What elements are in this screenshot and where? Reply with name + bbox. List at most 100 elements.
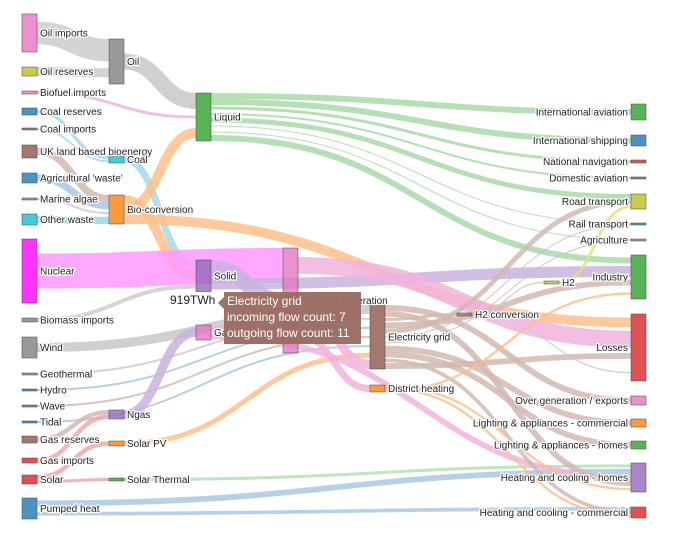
node-coal[interactable] bbox=[108, 155, 125, 164]
link-agri_waste-to-bio_conversion[interactable] bbox=[36, 174, 110, 210]
node-label-electricity_grid: Electricity grid bbox=[388, 333, 450, 344]
node-district_heating[interactable] bbox=[369, 384, 386, 393]
link-h2_conversion-to-h2[interactable] bbox=[471, 281, 545, 315]
tooltip-title: Electricity grid bbox=[227, 294, 302, 308]
node-oil_imports[interactable] bbox=[21, 13, 38, 53]
node-solar_pv[interactable] bbox=[108, 440, 125, 447]
link-h2-to-road_transport[interactable] bbox=[558, 205, 632, 284]
node-uk_bioenergy[interactable] bbox=[21, 144, 38, 159]
link-oil_reserves-to-oil[interactable] bbox=[36, 67, 110, 78]
link-liquid-to-domestic_aviation[interactable] bbox=[210, 113, 632, 179]
link-thermal_gen-to-losses[interactable] bbox=[297, 257, 632, 348]
node-bio_conversion[interactable] bbox=[108, 194, 125, 225]
link-electricity_grid-to-rail_transport[interactable] bbox=[384, 224, 632, 338]
node-industry[interactable] bbox=[630, 254, 647, 300]
node-domestic_aviation[interactable] bbox=[630, 176, 647, 180]
node-label-biofuel_imports: Biofuel imports bbox=[40, 88, 106, 99]
link-electricity_grid-to-lighting_homes[interactable] bbox=[384, 351, 632, 448]
link-liquid-to-road_transport[interactable] bbox=[210, 117, 632, 199]
link-electricity_grid-to-agriculture[interactable] bbox=[384, 240, 632, 344]
link-coal_reserves-to-coal[interactable] bbox=[36, 109, 110, 160]
node-biofuel_imports[interactable] bbox=[21, 90, 38, 95]
link-ngas-to-gas[interactable] bbox=[123, 328, 197, 419]
node-ngas[interactable] bbox=[108, 409, 125, 420]
link-electricity_grid-to-losses[interactable] bbox=[384, 352, 632, 370]
link-pumped_heat-to-heating_homes[interactable] bbox=[36, 468, 632, 507]
link-gas_imports-to-ngas[interactable] bbox=[36, 414, 110, 463]
link-solar-to-solar_pv[interactable] bbox=[36, 441, 110, 480]
node-solar[interactable] bbox=[21, 474, 38, 485]
node-oil[interactable] bbox=[108, 38, 125, 85]
link-gas_reserves-to-ngas[interactable] bbox=[36, 410, 110, 442]
node-hydro[interactable] bbox=[21, 388, 38, 392]
node-road_transport[interactable] bbox=[630, 193, 647, 210]
link-pumped_heat-to-heating_commercial[interactable] bbox=[36, 506, 632, 516]
link-liquid-to-industry[interactable] bbox=[210, 135, 632, 264]
node-gas_imports[interactable] bbox=[21, 457, 38, 464]
node-label-tidal: Tidal bbox=[40, 418, 61, 429]
node-electricity_grid[interactable] bbox=[369, 304, 386, 370]
node-agri_waste[interactable] bbox=[21, 172, 38, 184]
link-bio_conversion-to-liquid[interactable] bbox=[123, 128, 197, 215]
node-national_navigation[interactable] bbox=[630, 159, 647, 164]
link-district_heating-to-heating_homes[interactable] bbox=[384, 385, 632, 491]
link-district_heating-to-heating_commercial[interactable] bbox=[384, 387, 632, 518]
link-liquid-to-rail_transport[interactable] bbox=[210, 125, 632, 224]
node-over_generation[interactable] bbox=[630, 395, 647, 406]
node-h2[interactable] bbox=[543, 280, 560, 285]
node-international_aviation[interactable] bbox=[630, 103, 647, 121]
link-biomass_imports-to-solid[interactable] bbox=[36, 284, 197, 322]
node-h2_conversion[interactable] bbox=[456, 312, 473, 317]
node-marine_algae[interactable] bbox=[21, 197, 38, 201]
node-international_shipping[interactable] bbox=[630, 134, 647, 147]
node-biomass_imports[interactable] bbox=[21, 317, 38, 323]
node-pumped_heat[interactable] bbox=[21, 497, 38, 520]
link-electricity_grid-to-road_transport[interactable] bbox=[384, 199, 632, 334]
node-other_waste[interactable] bbox=[21, 213, 38, 226]
link-marine_algae-to-bio_conversion[interactable] bbox=[36, 198, 110, 215]
node-label-uk_bioenergy: UK land based bioenergy bbox=[40, 147, 152, 158]
link-electricity_grid-to-lighting_commercial[interactable] bbox=[384, 345, 632, 426]
node-coal_reserves[interactable] bbox=[21, 107, 38, 116]
node-lighting_commercial[interactable] bbox=[630, 418, 647, 428]
node-oil_reserves[interactable] bbox=[21, 66, 38, 77]
node-tidal[interactable] bbox=[21, 420, 38, 424]
node-wave[interactable] bbox=[21, 404, 38, 408]
link-oil-to-liquid[interactable] bbox=[123, 53, 197, 109]
node-liquid[interactable] bbox=[195, 92, 212, 142]
link-biofuel_imports-to-liquid[interactable] bbox=[36, 91, 197, 119]
node-gas[interactable] bbox=[195, 324, 212, 341]
node-coal_imports[interactable] bbox=[21, 127, 38, 131]
node-label-ngas: Ngas bbox=[127, 410, 150, 421]
link-liquid-to-international_shipping[interactable] bbox=[210, 99, 632, 144]
node-rail_transport[interactable] bbox=[630, 222, 647, 226]
link-liquid-to-national_navigation[interactable] bbox=[210, 106, 632, 163]
node-solid[interactable] bbox=[195, 259, 212, 293]
node-label-oil: Oil bbox=[127, 57, 139, 68]
link-liquid-to-international_aviation[interactable] bbox=[210, 93, 632, 115]
link-uk_bioenergy-to-bio_conversion[interactable] bbox=[36, 147, 110, 203]
node-agriculture[interactable] bbox=[630, 238, 647, 242]
node-heating_commercial[interactable] bbox=[630, 506, 647, 519]
node-solar_thermal[interactable] bbox=[108, 477, 125, 482]
link-solar-to-solar_thermal[interactable] bbox=[36, 478, 110, 484]
link-h2_conversion-to-losses[interactable] bbox=[471, 314, 632, 374]
link-solar_pv-to-electricity_grid[interactable] bbox=[123, 352, 371, 446]
link-district_heating-to-industry[interactable] bbox=[384, 292, 632, 392]
nodes-layer bbox=[21, 13, 647, 520]
link-liquid-to-agriculture[interactable] bbox=[210, 131, 632, 240]
node-losses[interactable] bbox=[630, 313, 647, 382]
link-other_waste-to-bio_conversion[interactable] bbox=[36, 215, 110, 224]
link-nuclear-to-thermal_gen[interactable] bbox=[36, 248, 284, 289]
link-coal_imports-to-coal[interactable] bbox=[36, 128, 110, 163]
node-geothermal[interactable] bbox=[21, 372, 38, 376]
node-nuclear[interactable] bbox=[21, 238, 38, 304]
link-oil_imports-to-oil[interactable] bbox=[36, 21, 110, 62]
node-lighting_homes[interactable] bbox=[630, 440, 647, 450]
link-electricity_grid-to-over_generation[interactable] bbox=[384, 304, 632, 404]
node-heating_homes[interactable] bbox=[630, 462, 647, 493]
node-gas_reserves[interactable] bbox=[21, 435, 38, 444]
node-wind[interactable] bbox=[21, 336, 38, 359]
link-tidal-to-electricity_grid[interactable] bbox=[36, 345, 371, 423]
